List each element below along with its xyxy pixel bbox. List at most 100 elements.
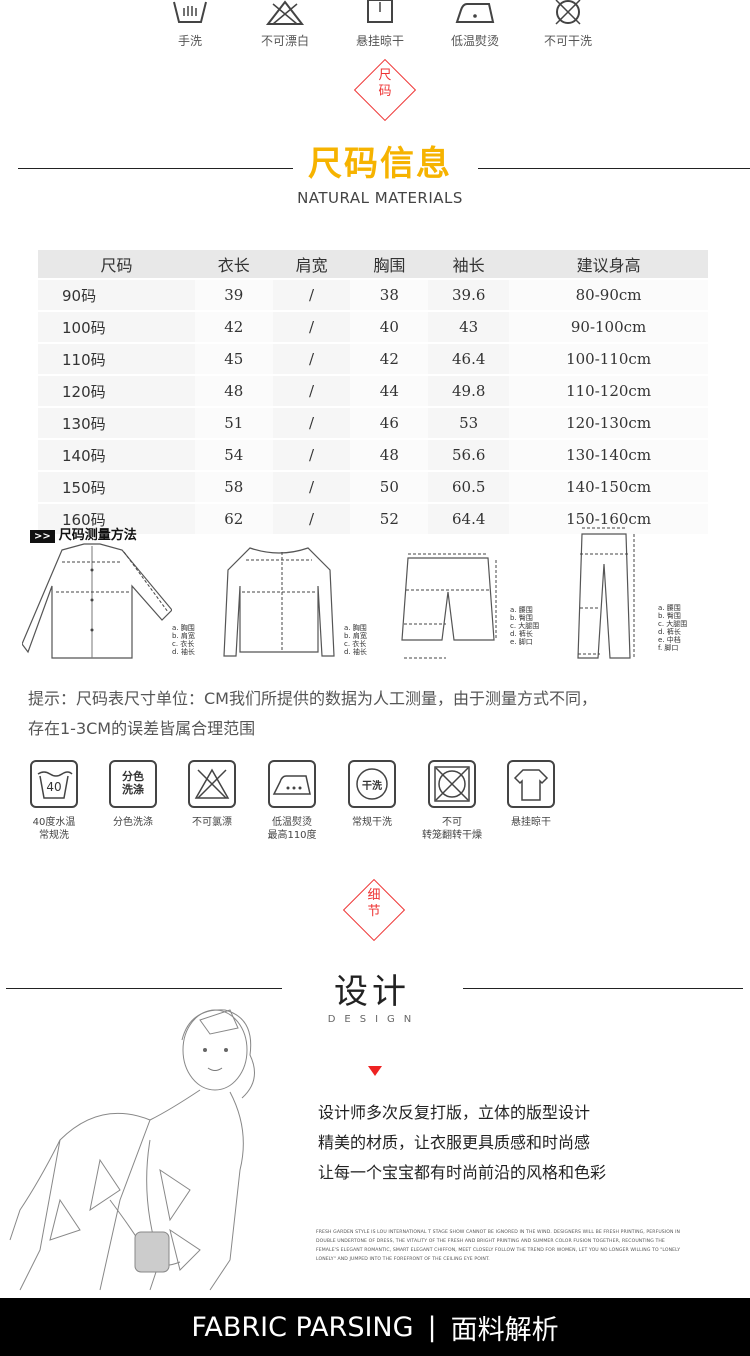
table-cell: 42 <box>350 344 429 376</box>
shirt-sketch-icon <box>21 543 173 659</box>
wash-temp: 40 <box>46 780 62 794</box>
table-cell: / <box>272 376 351 408</box>
table-cell: 53 <box>428 408 510 440</box>
separate-wash-icon: 分色 洗涤 <box>109 760 157 808</box>
sweater-legend: a. 胸围 b. 肩宽 c. 衣长 d. 袖长 <box>344 624 367 656</box>
care-item: 干洗 常规干洗 <box>332 760 412 829</box>
care-label: 常规干洗 <box>352 817 392 828</box>
table-cell: 44 <box>350 376 429 408</box>
legend-item: a. 腰围 <box>658 604 681 612</box>
table-cell: 56.6 <box>428 440 510 472</box>
design-description: 设计师多次反复打版，立体的版型设计 精美的材质，让衣服更具质感和时尚感 让每一个… <box>318 1098 606 1188</box>
table-header-cell: 袖长 <box>428 250 510 280</box>
table-cell: 130码 <box>38 408 195 440</box>
table-cell: 43 <box>428 312 510 344</box>
legend-item: a. 胸围 <box>172 624 195 632</box>
design-title: 设计 <box>334 972 410 1012</box>
shirt-diagram: a. 胸围 b. 肩宽 c. 衣长 d. 袖长 <box>21 540 202 670</box>
table-cell: 48 <box>194 376 273 408</box>
girl-sketch-illustration <box>0 1000 300 1295</box>
size-section-title: 尺码信息 <box>308 144 452 184</box>
divider-right <box>463 988 743 989</box>
hand-wash-icon <box>173 1 207 23</box>
sweater-sketch-icon <box>223 547 335 657</box>
wash-40-icon: 40 <box>30 760 78 808</box>
table-cell: / <box>272 440 351 472</box>
care-item: 低温熨烫 <box>435 0 515 49</box>
divider-right <box>478 168 750 169</box>
low-iron-icon <box>268 760 316 808</box>
table-cell: 50 <box>350 472 429 504</box>
detail-badge: 细节 <box>342 878 406 942</box>
care-item: 低温熨烫最高110度 <box>252 760 332 842</box>
table-header-cell: 建议身高 <box>509 250 708 280</box>
legend-item: f. 脚口 <box>658 644 679 652</box>
table-cell: 40 <box>350 312 429 344</box>
table-cell: / <box>272 504 351 536</box>
tip-line-1: 提示：尺码表尺寸单位：CM我们所提供的数据为人工测量，由于测量方式不同， <box>28 689 597 708</box>
hang-dry-icon <box>507 760 555 808</box>
table-header-row: 尺码衣长肩宽胸围袖长建议身高 <box>38 250 708 280</box>
legend-item: b. 肩宽 <box>172 632 195 640</box>
table-cell: 42 <box>194 312 273 344</box>
size-section-subtitle: NATURAL MATERIALS <box>297 189 463 207</box>
no-dry-clean-icon <box>555 0 581 25</box>
table-cell: 60.5 <box>428 472 510 504</box>
measure-title: >>尺码测量方法 <box>30 524 137 543</box>
legend-item: c. 衣长 <box>344 640 367 648</box>
table-cell: 130-140cm <box>509 440 708 472</box>
table-cell: 110-120cm <box>509 376 708 408</box>
badge-chars: 尺码 <box>378 68 392 99</box>
pants-sketch-icon <box>577 527 635 659</box>
table-cell: / <box>272 472 351 504</box>
table-cell: 39 <box>194 280 273 312</box>
care-instructions-top: 手洗 不可漂白 悬挂晾干 低温熨烫 不可干洗 <box>150 0 610 60</box>
shorts-diagram: a. 腰围 b. 臀围 c. 大腿围 d. 裤长 e. 脚口 <box>398 540 548 670</box>
care-item: 分色 洗涤 分色洗涤 <box>93 760 173 829</box>
table-cell: 45 <box>194 344 273 376</box>
care-label: 分色洗涤 <box>113 817 153 828</box>
design-line-1: 设计师多次反复打版，立体的版型设计 <box>318 1103 591 1122</box>
table-cell: 52 <box>350 504 429 536</box>
legend-item: b. 臀围 <box>510 614 533 622</box>
shorts-sketch-icon <box>401 553 497 659</box>
table-cell: 62 <box>194 504 273 536</box>
size-badge: 尺码 <box>353 58 417 122</box>
design-line-2: 精美的材质，让衣服更具质感和时尚感 <box>318 1133 591 1152</box>
sweater-diagram: a. 胸围 b. 肩宽 c. 衣长 d. 袖长 <box>222 540 382 670</box>
legend-item: d. 袖长 <box>344 648 367 656</box>
dry-clean-icon: 干洗 <box>348 760 396 808</box>
table-cell: 150-160cm <box>509 504 708 536</box>
banner-separator: | <box>427 1311 437 1343</box>
legend-item: c. 大腿围 <box>658 620 688 628</box>
table-cell: 64.4 <box>428 504 510 536</box>
care-item: 悬挂晾干 <box>340 0 420 49</box>
table-header-cell: 胸围 <box>350 250 429 280</box>
table-cell: 46 <box>350 408 429 440</box>
table-cell: 38 <box>350 280 429 312</box>
table-cell: 48 <box>350 440 429 472</box>
table-cell: 90码 <box>38 280 195 312</box>
care-item: 悬挂晾干 <box>491 760 571 829</box>
fabric-parsing-banner: FABRIC PARSING | 面料解析 <box>0 1298 750 1356</box>
legend-item: e. 脚口 <box>510 638 533 646</box>
table-cell: 100码 <box>38 312 195 344</box>
hang-dry-icon <box>367 0 393 23</box>
table-cell: / <box>272 408 351 440</box>
table-cell: 140-150cm <box>509 472 708 504</box>
legend-item: b. 臀围 <box>658 612 681 620</box>
divider-left <box>6 988 282 989</box>
design-line-3: 让每一个宝宝都有时尚前沿的风格和色彩 <box>318 1163 607 1182</box>
care-item: 不可干洗 <box>528 0 608 49</box>
legend-item: d. 裤长 <box>658 628 681 636</box>
measure-title-text: 尺码测量方法 <box>58 528 137 543</box>
shorts-legend: a. 腰围 b. 臀围 c. 大腿围 d. 裤长 e. 脚口 <box>510 606 539 646</box>
table-cell: 49.8 <box>428 376 510 408</box>
